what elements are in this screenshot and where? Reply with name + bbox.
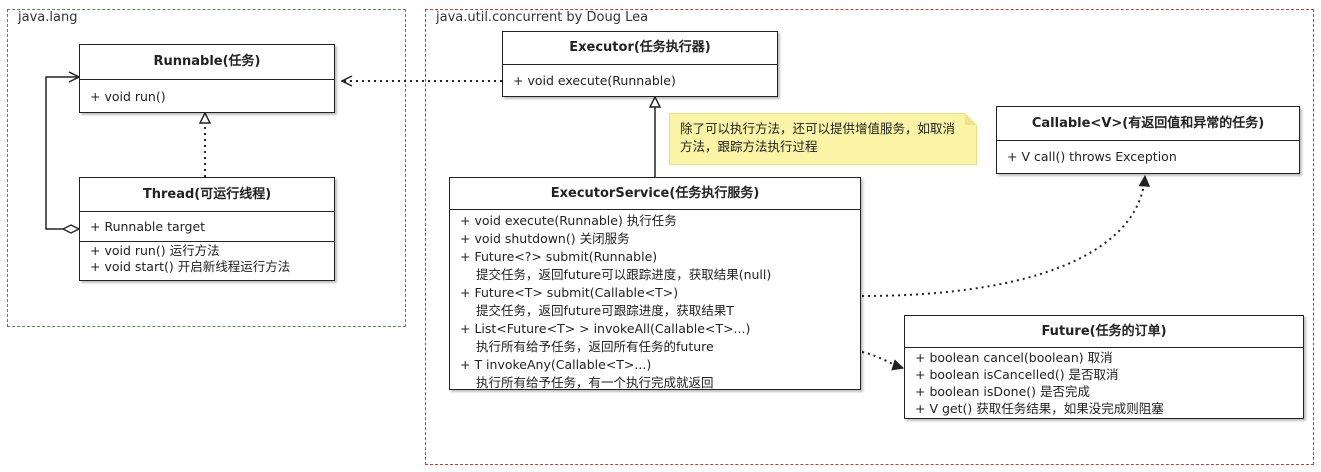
thread-field: + Runnable target [90,219,206,234]
callable-methods: + V call() throws Exception [997,141,1299,168]
package-label-java-lang: java.lang [18,10,78,25]
executorservice-method-description: 提交任务，返回future可跟踪进度，获取结果T [476,303,734,318]
thread-aggregates-runnable [45,77,79,230]
future-method: + boolean cancel(boolean) 取消 [915,350,1113,365]
future-method: + boolean isCancelled() 是否取消 [915,367,1119,382]
executorservice-method: + void execute(Runnable) 执行任务 [460,213,677,228]
future-method: + boolean isDone() 是否完成 [915,384,1090,399]
executorservice-method-description: 执行所有给予任务，有一个执行完成就返回 [476,375,714,390]
executorservice-method: + T invokeAny(Callable<T>...) [460,357,652,372]
executorservice-depends-future [861,351,903,368]
thread-method: + void run() 运行方法 [90,243,220,258]
executorservice-method-description: 提交任务，返回future可以跟踪进度，获取结果(null) [476,267,772,282]
executor-class: Executor(任务执行器) + void execute(Runnable) [502,31,778,97]
aggregation-diamond [61,224,81,234]
thread-class: Thread(可运行线程) + Runnable target + void r… [79,177,335,281]
executorservice-title: ExecutorService(任务执行服务) [450,178,860,210]
executorservice-method-description: 执行所有给予任务，返回所有任务的future [476,339,714,354]
executor-method: + void execute(Runnable) [513,73,676,88]
future-methods: + boolean cancel(boolean) 取消 + boolean i… [905,348,1303,420]
executorservice-class: ExecutorService(任务执行服务) + void execute(R… [449,177,861,390]
executorservice-method: + void shutdown() 关闭服务 [460,231,630,246]
package-java-util-concurrent: java.util.concurrent by Doug Lea [425,9,1314,465]
package-label-java-util-concurrent: java.util.concurrent by Doug Lea [436,10,649,25]
executorservice-methods: + void execute(Runnable) 执行任务 + void shu… [450,210,860,395]
executorservice-note: 除了可以执行方法，还可以提供增值服务，如取消方法，跟踪方法执行过程 [669,113,977,165]
thread-title: Thread(可运行线程) [80,178,334,212]
runnable-class: Runnable(任务) + void run() [79,44,335,113]
future-title: Future(任务的订单) [905,316,1303,348]
thread-methods: + void run() 运行方法 + void start() 开启新线程运行… [80,241,334,278]
executor-title: Executor(任务执行器) [503,32,777,65]
runnable-title: Runnable(任务) [80,45,334,80]
note-text: 除了可以执行方法，还可以提供增值服务，如取消方法，跟踪方法执行过程 [680,121,956,154]
executorservice-depends-callable [861,176,1145,297]
executorservice-method: + Future<T> submit(Callable<T>) [460,285,679,300]
executorservice-method: + List<Future<T> > invokeAll(Callable<T>… [460,321,751,336]
executorservice-method: + Future<?> submit(Runnable) [460,249,658,264]
thread-method: + void start() 开启新线程运行方法 [90,259,291,274]
executor-methods: + void execute(Runnable) [503,65,777,92]
callable-title: Callable<V>(有返回值和异常的任务) [997,107,1299,141]
runnable-method: + void run() [90,89,166,104]
callable-class: Callable<V>(有返回值和异常的任务) + V call() throw… [996,106,1300,174]
future-method: + V get() 获取任务结果，如果没完成则阻塞 [915,401,1164,416]
runnable-methods: + void run() [80,80,334,108]
callable-method: + V call() throws Exception [1007,149,1177,164]
package-java-lang: java.lang [7,9,406,327]
thread-fields: + Runnable target [80,212,334,241]
future-class: Future(任务的订单) + boolean cancel(boolean) … [904,315,1304,419]
